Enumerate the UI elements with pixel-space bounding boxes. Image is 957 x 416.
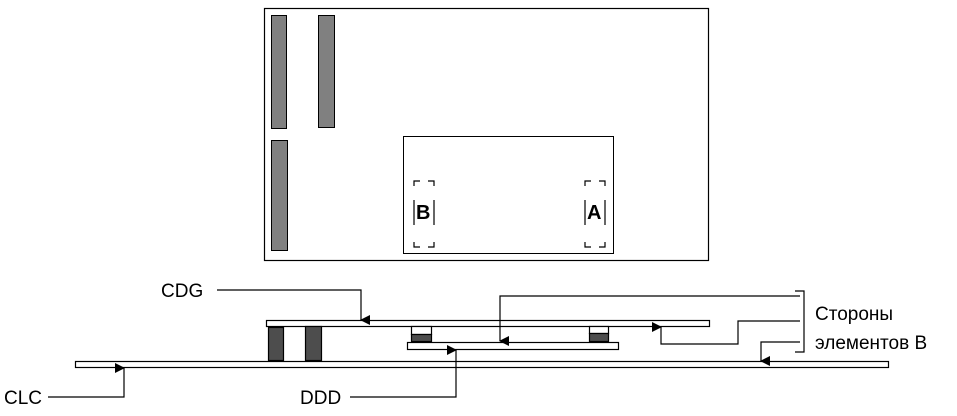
side-arrow-3 [760,341,800,366]
top-view-board: B A [263,7,710,262]
cdg-arrow [217,289,370,325]
gray-bar [271,140,288,251]
side-bracket [795,290,805,353]
side-arrow-1 [499,295,800,346]
marker-b-bracket [413,180,435,248]
element-b-right-dark [588,332,610,343]
marker-a-bracket [584,180,606,248]
marker-b: B [416,202,430,224]
element-b-left-dark [410,333,433,343]
lower-board [406,341,620,351]
element-b-left [410,325,433,336]
element-b-right [588,325,610,335]
component-dark [267,326,285,362]
component-dark [304,325,323,362]
side-arrow-2 [652,320,800,345]
clc-arrow [48,363,125,398]
gray-bar [318,15,335,128]
marker-a: A [587,202,601,224]
leader-lines [48,289,805,398]
clc-board [74,360,890,369]
label-ddd: DDD [300,388,341,409]
label-clc: CLC [4,388,42,409]
gray-bar [271,15,287,129]
ddd-arrow [350,345,457,398]
cdg-board [265,319,711,328]
side-label-line1: Стороны [815,304,893,325]
inner-module [403,136,614,254]
label-cdg: CDG [161,281,203,302]
side-view [74,319,890,369]
side-label-line2: элементов B [815,333,927,354]
